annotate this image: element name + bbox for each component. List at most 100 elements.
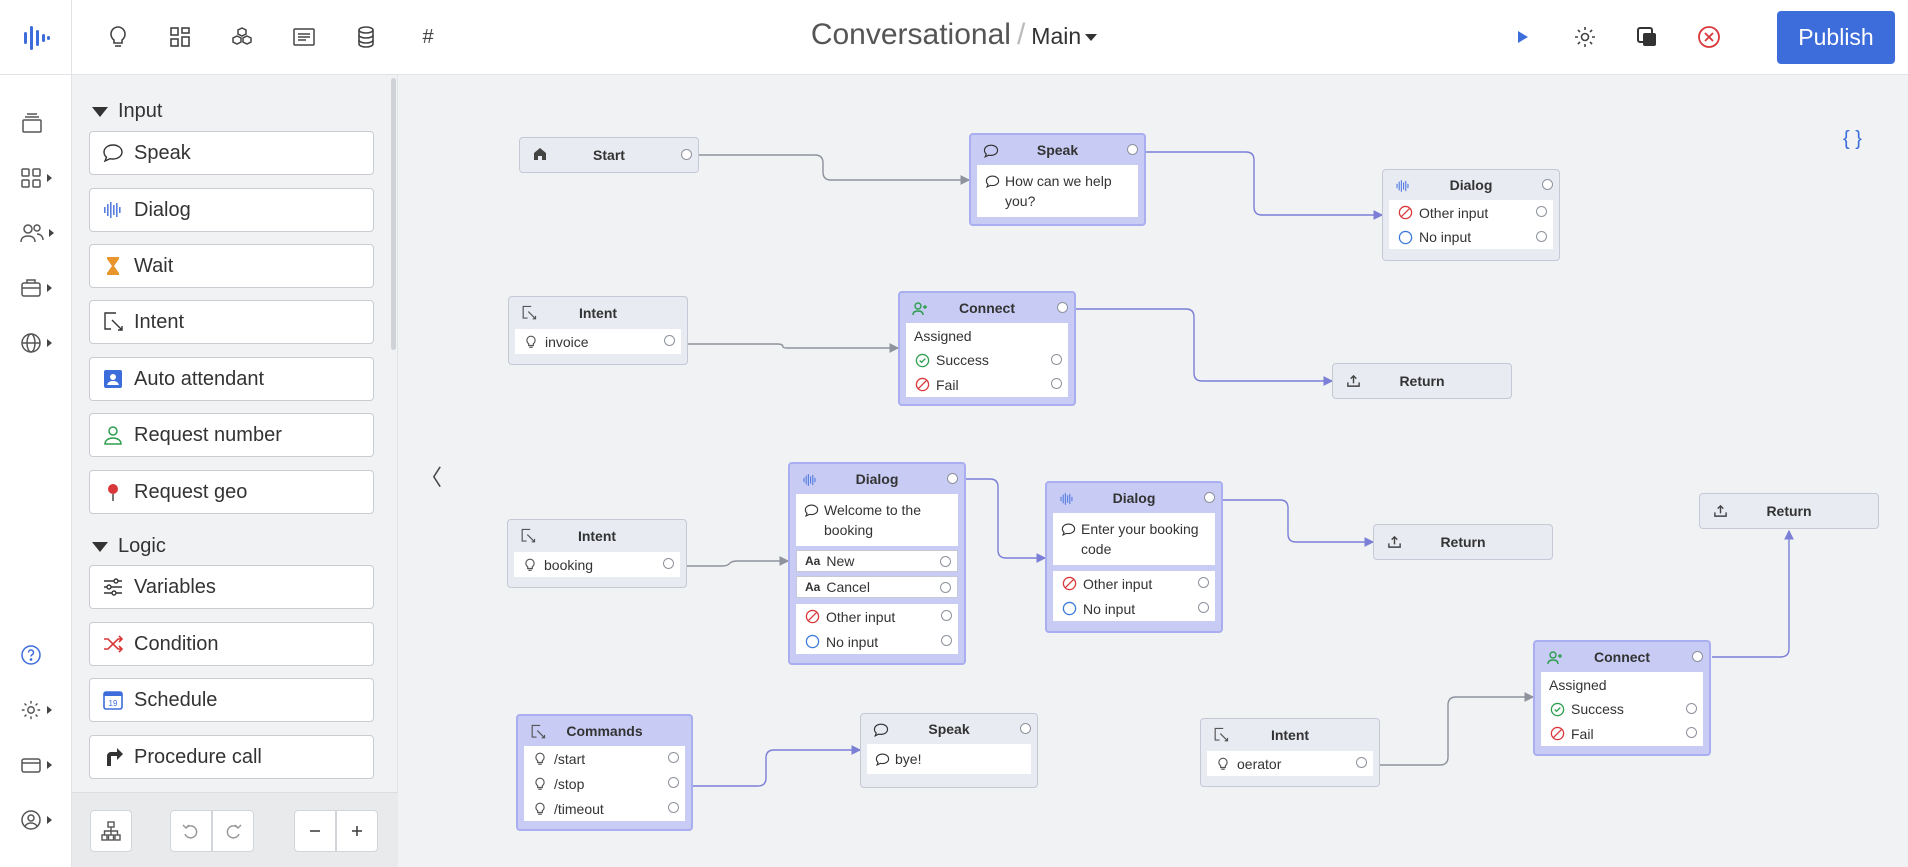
undo-button[interactable] bbox=[170, 810, 212, 852]
output-port[interactable] bbox=[941, 610, 952, 621]
branch-no-input: No input bbox=[1389, 225, 1553, 249]
rail-account[interactable] bbox=[20, 805, 60, 835]
palette-scrollbar[interactable] bbox=[391, 78, 396, 350]
output-port[interactable] bbox=[1692, 651, 1703, 662]
zoom-out-button[interactable] bbox=[294, 810, 336, 852]
output-port[interactable] bbox=[1536, 206, 1547, 217]
node-return[interactable]: Return bbox=[1373, 524, 1553, 560]
zoom-in-button[interactable] bbox=[336, 810, 378, 852]
close-circle-icon[interactable] bbox=[1694, 22, 1724, 52]
hash-icon[interactable]: # bbox=[422, 25, 434, 48]
bulb-icon bbox=[532, 751, 548, 767]
node-dialog-code[interactable]: Dialog Enter your booking code Other inp… bbox=[1045, 481, 1223, 633]
palette-condition[interactable]: Condition bbox=[89, 622, 374, 666]
output-port[interactable] bbox=[940, 556, 951, 567]
list-icon[interactable] bbox=[289, 22, 319, 52]
database-icon[interactable] bbox=[351, 22, 381, 52]
output-port[interactable] bbox=[1204, 492, 1215, 503]
section-logic[interactable]: Logic bbox=[92, 535, 166, 558]
node-intent-booking[interactable]: Intent booking bbox=[507, 519, 687, 588]
gear-icon[interactable] bbox=[1570, 22, 1600, 52]
row-label: No input bbox=[826, 633, 879, 650]
intent-icon bbox=[1213, 727, 1229, 743]
node-dialog[interactable]: Dialog Other input No input bbox=[1382, 169, 1560, 261]
output-port[interactable] bbox=[1356, 757, 1367, 768]
return-icon bbox=[1386, 533, 1402, 549]
node-intent-invoice[interactable]: Intent invoice bbox=[508, 296, 688, 365]
person-icon bbox=[100, 422, 126, 448]
palette-intent[interactable]: Intent bbox=[89, 300, 374, 344]
row-label: Fail bbox=[936, 376, 959, 393]
output-port[interactable] bbox=[1198, 602, 1209, 613]
node-commands[interactable]: Commands /start /stop /timeout bbox=[516, 714, 693, 831]
left-rail bbox=[0, 75, 72, 867]
palette-request-number[interactable]: Request number bbox=[89, 413, 374, 457]
output-port[interactable] bbox=[940, 582, 951, 593]
output-port[interactable] bbox=[1057, 302, 1068, 313]
output-port[interactable] bbox=[947, 473, 958, 484]
output-port[interactable] bbox=[663, 558, 674, 569]
output-port[interactable] bbox=[664, 335, 675, 346]
node-return[interactable]: Return bbox=[1699, 493, 1879, 529]
node-speak[interactable]: Speak How can we help you? bbox=[969, 133, 1146, 226]
palette-wait[interactable]: Wait bbox=[89, 244, 374, 288]
node-start[interactable]: Start bbox=[519, 137, 699, 173]
rail-layers[interactable] bbox=[20, 108, 60, 138]
output-port[interactable] bbox=[1542, 179, 1553, 190]
node-return[interactable]: Return bbox=[1332, 363, 1512, 399]
json-view-button[interactable]: { } bbox=[1843, 128, 1862, 150]
palette-request-geo[interactable]: Request geo bbox=[89, 470, 374, 514]
undo-icon bbox=[182, 824, 198, 839]
redo-button[interactable] bbox=[212, 810, 254, 852]
bulb-icon[interactable] bbox=[103, 22, 133, 52]
rail-billing[interactable] bbox=[20, 750, 60, 780]
output-port[interactable] bbox=[681, 149, 692, 160]
palette-procedure-call[interactable]: Procedure call bbox=[89, 735, 374, 779]
copy-icon[interactable] bbox=[1632, 22, 1662, 52]
cubes-icon[interactable] bbox=[227, 22, 257, 52]
output-port[interactable] bbox=[1020, 723, 1031, 734]
rail-settings[interactable] bbox=[20, 695, 60, 725]
rail-globe[interactable] bbox=[20, 328, 60, 358]
output-port[interactable] bbox=[1198, 577, 1209, 588]
output-port[interactable] bbox=[1051, 354, 1062, 365]
publish-button[interactable]: Publish bbox=[1777, 11, 1895, 64]
collapse-palette-button[interactable]: 〈 bbox=[420, 465, 443, 490]
branch-fail: Fail bbox=[1541, 721, 1703, 746]
blocks-icon[interactable] bbox=[165, 22, 195, 52]
app-logo[interactable] bbox=[0, 0, 72, 75]
palette-auto-attendant[interactable]: Auto attendant bbox=[89, 357, 374, 401]
palette-speak[interactable]: Speak bbox=[89, 131, 374, 175]
output-port[interactable] bbox=[1051, 378, 1062, 389]
output-port[interactable] bbox=[1127, 144, 1138, 155]
rail-apps[interactable] bbox=[20, 163, 60, 193]
flow-selector[interactable]: Main bbox=[1031, 23, 1098, 49]
output-port[interactable] bbox=[668, 777, 679, 788]
palette-schedule[interactable]: 19 Schedule bbox=[89, 678, 374, 722]
play-icon[interactable] bbox=[1507, 22, 1537, 52]
rail-users[interactable] bbox=[20, 218, 60, 248]
output-port[interactable] bbox=[941, 635, 952, 646]
output-port[interactable] bbox=[1686, 727, 1697, 738]
node-speak-bye[interactable]: Speak bye! bbox=[860, 713, 1038, 788]
users-icon bbox=[20, 224, 44, 243]
output-port[interactable] bbox=[668, 752, 679, 763]
home-icon bbox=[532, 146, 548, 162]
palette-item-label: Procedure call bbox=[134, 745, 262, 768]
row-label: Other input bbox=[1083, 575, 1153, 592]
section-input[interactable]: Input bbox=[92, 100, 162, 123]
hierarchy-button[interactable] bbox=[90, 810, 132, 852]
node-connect[interactable]: Connect Assigned Success Fail bbox=[898, 291, 1076, 406]
node-connect-operator[interactable]: Connect Assigned Success Fail bbox=[1533, 640, 1711, 756]
palette-dialog[interactable]: Dialog bbox=[89, 188, 374, 232]
output-port[interactable] bbox=[1686, 703, 1697, 714]
output-port[interactable] bbox=[1536, 231, 1547, 242]
rail-briefcase[interactable] bbox=[20, 273, 60, 303]
rail-help[interactable] bbox=[20, 640, 60, 670]
waveform-icon bbox=[802, 472, 818, 488]
output-port[interactable] bbox=[668, 802, 679, 813]
palette-variables[interactable]: Variables bbox=[89, 565, 374, 609]
row-label: /start bbox=[554, 750, 586, 767]
node-intent-operator[interactable]: Intent oerator bbox=[1200, 718, 1380, 787]
